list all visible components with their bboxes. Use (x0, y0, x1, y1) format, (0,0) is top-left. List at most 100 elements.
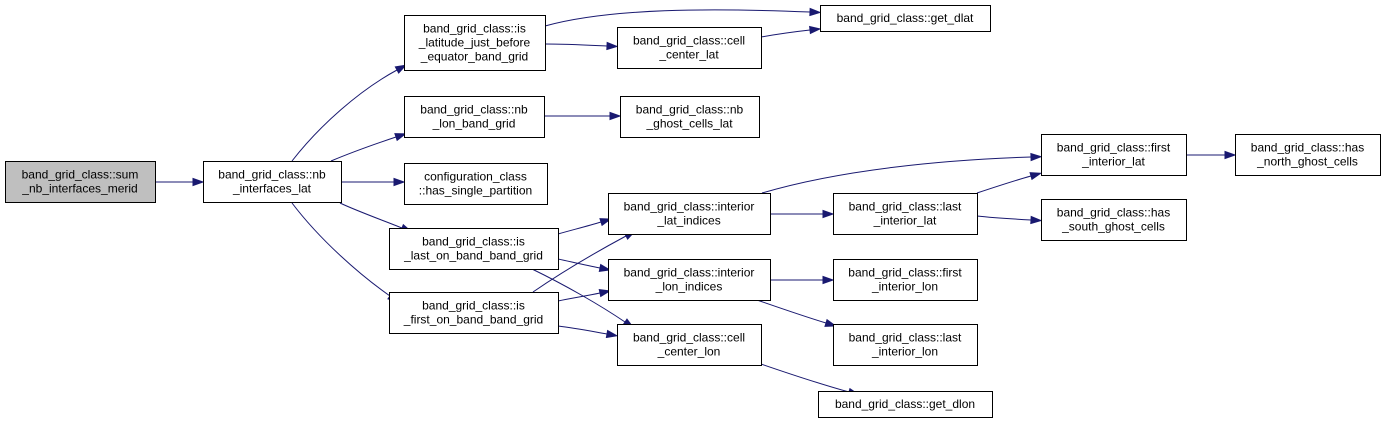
node-box[interactable] (1041, 199, 1187, 241)
node-label-line: band_grid_class::last (849, 200, 962, 214)
node-is_last_on_band_band_grid[interactable]: band_grid_class::is_last_on_band_band_gr… (389, 228, 559, 270)
node-cell_center_lat[interactable]: band_grid_class::cell_center_lat (617, 27, 762, 69)
node-label-line: _lat_indices (656, 214, 720, 228)
edge-nb_interfaces_lat-to-is_first_on_band_band_grid (291, 202, 400, 303)
edge-line (557, 292, 601, 302)
edge-nb_lon_band_grid-to-nb_ghost_cells_lat (543, 111, 622, 121)
node-box[interactable] (404, 163, 548, 205)
node-box[interactable] (833, 324, 978, 366)
node-label-line: band_grid_class::has (1251, 141, 1364, 155)
node-label-line: band_grid_class::nb (420, 103, 528, 117)
node-label-line: band_grid_class::get_dlon (835, 397, 975, 411)
node-is_latitude_just_before_equator_band_grid[interactable]: band_grid_class::is_latitude_just_before… (404, 15, 546, 71)
edge-line (760, 363, 850, 393)
node-box[interactable] (203, 161, 342, 203)
node-label-line: _first_on_band_band_grid (403, 313, 543, 327)
node-label-line: _interior_lon (871, 345, 938, 359)
node-label-line: band_grid_class::is (423, 22, 526, 36)
edge-line (531, 268, 626, 323)
node-interior_lon_indices[interactable]: band_grid_class::interior_lon_indices (608, 259, 771, 301)
node-nb_ghost_cells_lat[interactable]: band_grid_class::nb_ghost_cells_lat (620, 96, 760, 138)
node-label-line: _interior_lat (1081, 155, 1145, 169)
edge-arrowhead (609, 111, 622, 121)
node-box[interactable] (620, 96, 760, 138)
node-box[interactable] (1235, 134, 1381, 176)
edge-arrowhead (394, 64, 408, 74)
node-label-line: _center_lon (657, 345, 721, 359)
node-label-line: _lon_band_grid (432, 117, 516, 131)
edge-arrowhead (1224, 150, 1237, 160)
edge-interior_lat_indices-to-last_interior_lat (770, 209, 835, 219)
edge-is_latitude_just_before_equator_band_grid-to-cell_center_lat (544, 41, 619, 51)
node-has_single_partition[interactable]: configuration_class::has_single_partitio… (404, 163, 548, 205)
edge-line (330, 136, 397, 162)
node-label-line: _last_on_band_band_grid (403, 249, 543, 263)
node-sum_nb_interfaces_merid[interactable]: band_grid_class::sum_nb_interfaces_merid (5, 161, 156, 203)
node-nb_interfaces_lat[interactable]: band_grid_class::nb_interfaces_lat (203, 161, 342, 203)
node-is_first_on_band_band_grid[interactable]: band_grid_class::is_first_on_band_band_g… (389, 292, 559, 334)
node-get_dlon[interactable]: band_grid_class::get_dlon (818, 391, 993, 418)
node-box[interactable] (404, 15, 546, 71)
node-label-line: band_grid_class::is (422, 235, 525, 249)
node-box[interactable] (820, 5, 991, 32)
node-cell_center_lon[interactable]: band_grid_class::cell_center_lon (617, 324, 762, 366)
edge-cell_center_lon-to-get_dlon (760, 363, 861, 396)
node-label-line: _interfaces_lat (232, 182, 312, 196)
node-label-line: _interior_lon (871, 280, 938, 294)
edge-is_last_on_band_band_grid-to-interior_lat_indices (557, 218, 613, 235)
node-label-line: band_grid_class::first (1057, 141, 1171, 155)
edge-arrowhead (605, 329, 619, 339)
node-box[interactable] (833, 259, 978, 301)
node-box[interactable] (818, 391, 993, 418)
node-first_interior_lat[interactable]: band_grid_class::first_interior_lat (1041, 134, 1187, 176)
edge-arrowhead (824, 318, 838, 327)
node-label-line: _lon_indices (655, 280, 723, 294)
edge-arrowhead (1030, 152, 1043, 162)
node-first_interior_lon[interactable]: band_grid_class::first_interior_lon (833, 259, 978, 301)
edge-arrowhead (599, 218, 613, 227)
edge-first_interior_lat-to-has_north_ghost_cells (1186, 150, 1237, 160)
edge-line (976, 215, 1032, 221)
node-label-line: band_grid_class::nb (218, 168, 326, 182)
node-label-line: _equator_band_grid (420, 50, 528, 64)
node-box[interactable] (608, 193, 771, 235)
node-last_interior_lat[interactable]: band_grid_class::last_interior_lat (833, 193, 978, 235)
node-box[interactable] (389, 292, 559, 334)
edge-line (291, 202, 391, 297)
node-has_north_ghost_cells[interactable]: band_grid_class::has_north_ghost_cells (1235, 134, 1381, 176)
node-label-line: band_grid_class::get_dlat (837, 11, 974, 25)
edge-line (339, 202, 403, 229)
node-get_dlat[interactable]: band_grid_class::get_dlat (820, 5, 991, 32)
node-nb_lon_band_grid[interactable]: band_grid_class::nb_lon_band_grid (404, 96, 545, 138)
node-interior_lat_indices[interactable]: band_grid_class::interior_lat_indices (608, 193, 771, 235)
edge-line (557, 325, 608, 335)
node-box[interactable] (617, 27, 762, 69)
edge-arrowhead (598, 288, 612, 298)
edge-arrowhead (598, 263, 612, 273)
edge-interior_lon_indices-to-last_interior_lon (756, 299, 838, 327)
edge-sum_nb_interfaces_merid-to-nb_interfaces_lat (155, 177, 205, 187)
edge-nb_interfaces_lat-to-has_single_partition (341, 177, 406, 187)
node-label-line: _center_lat (658, 48, 719, 62)
node-box[interactable] (389, 228, 559, 270)
edge-line (756, 299, 827, 324)
edge-line (291, 69, 398, 162)
node-box[interactable] (608, 259, 771, 301)
node-box[interactable] (833, 193, 978, 235)
node-box[interactable] (1041, 134, 1187, 176)
edge-is_latitude_just_before_equator_band_grid-to-get_dlat (544, 7, 822, 27)
edge-nb_interfaces_lat-to-nb_lon_band_grid (330, 133, 407, 162)
node-has_south_ghost_cells[interactable]: band_grid_class::has_south_ghost_cells (1041, 199, 1187, 241)
edge-line (761, 156, 1032, 194)
node-box[interactable] (5, 161, 156, 203)
node-last_interior_lon[interactable]: band_grid_class::last_interior_lon (833, 324, 978, 366)
node-label-line: _south_ghost_cells (1061, 220, 1165, 234)
edge-arrowhead (393, 177, 406, 187)
node-box[interactable] (404, 96, 545, 138)
node-box[interactable] (617, 324, 762, 366)
node-label-line: _latitude_just_before (418, 36, 531, 50)
node-label-line: band_grid_class::last (849, 331, 962, 345)
edge-arrowhead (822, 209, 835, 219)
edge-line (557, 258, 601, 269)
